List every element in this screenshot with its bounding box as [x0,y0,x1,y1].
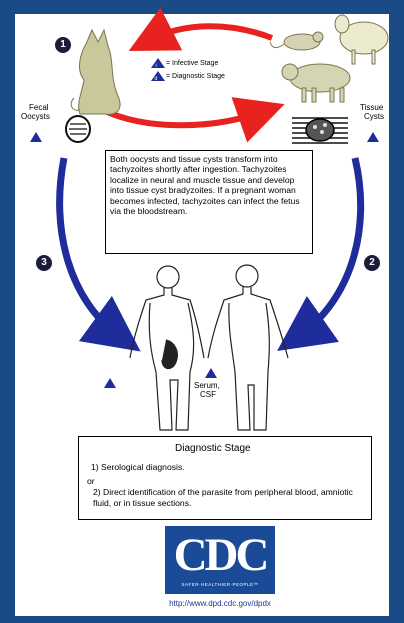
tissue-cysts-label-line1: Tissue [360,103,383,112]
fecal-oocyst-infective-icon [30,132,42,142]
step-2-badge: 2 [364,255,380,271]
serum-csf-label-line1: Serum, [194,381,220,390]
red-arrow-top [150,26,272,40]
cdc-logo-tagline: SAFER·HEALTHIER·PEOPLE™ [165,582,275,587]
sheep-icon [335,15,388,64]
infective-stage-label: = Infective Stage [166,59,218,68]
diagnostic-stage-icon: d [151,71,165,82]
cat-icon [71,30,120,114]
fetus-infective-icon [104,378,116,388]
female-figure-icon [130,266,204,430]
diagnostic-box: Diagnostic Stage 1) Serological diagnosi… [78,436,372,520]
fecal-oocyst-icon [66,116,90,142]
cdc-logo: CDC SAFER·HEALTHIER·PEOPLE™ [165,526,275,594]
fecal-oocysts-label-line1: Fecal [29,103,49,112]
tissue-cyst-icon [292,118,348,143]
pig-icon [282,64,350,102]
step-1-badge: 1 [55,37,71,53]
red-arrow-bottom [103,110,262,125]
svg-text:d: d [155,76,158,82]
tissue-cyst-infective-icon [367,132,379,142]
serum-csf-label-line2: CSF [200,390,216,399]
male-figure-icon [208,265,288,430]
diagnostic-stage-label: = Diagnostic Stage [166,72,225,81]
cdc-logo-text: CDC [165,528,275,582]
diagnostic-method-2: 2) Direct identification of the parasite… [93,487,371,509]
diagnostic-method-1: 1) Serological diagnosis. [91,462,185,473]
serum-diagnostic-icon [205,368,217,378]
infective-stage-icon: i [151,58,165,69]
step-3-badge: 3 [36,255,52,271]
diagnostic-or: or [87,476,95,487]
tissue-cysts-label-line2: Cysts [364,112,384,121]
svg-text:i: i [156,63,157,69]
fecal-oocysts-label-line2: Oocysts [21,112,50,121]
source-url[interactable]: http://www.dpd.cdc.gov/dpdx [150,599,290,608]
diagnostic-box-title: Diagnostic Stage [175,443,251,454]
lifecycle-info-box: Both oocysts and tissue cysts transform … [105,150,313,254]
rat-icon [270,32,323,50]
